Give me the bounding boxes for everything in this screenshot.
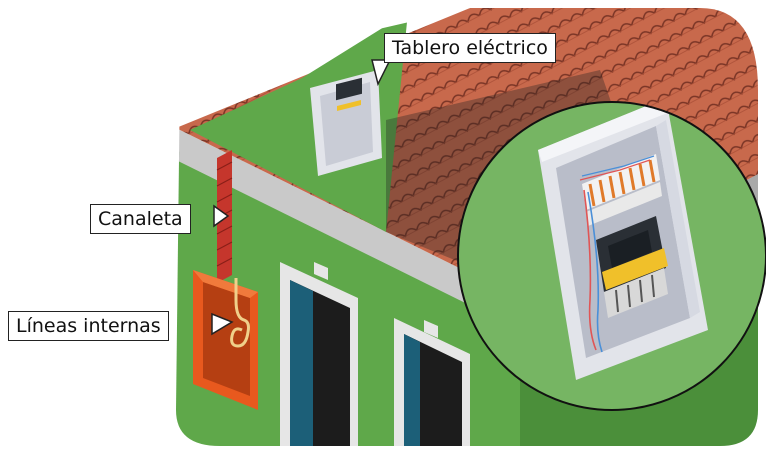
electrical-panel-small (310, 8, 382, 176)
window-2 (394, 318, 470, 446)
conduit-label: Canaleta (90, 204, 191, 234)
magnifier-circle-icon (457, 101, 766, 411)
panel-callout-pointer (371, 59, 392, 87)
panel-label: Tablero eléctrico (384, 33, 556, 63)
eave-band (176, 128, 520, 330)
window-1 (280, 262, 358, 446)
ceiling-cutaway (190, 12, 408, 232)
conduit-callout-pointer (213, 204, 230, 228)
internal-lines-label: Líneas internas (8, 311, 169, 341)
lines-callout-pointer (211, 312, 234, 336)
wire-coil-icon (230, 278, 250, 348)
wires (583, 189, 597, 351)
